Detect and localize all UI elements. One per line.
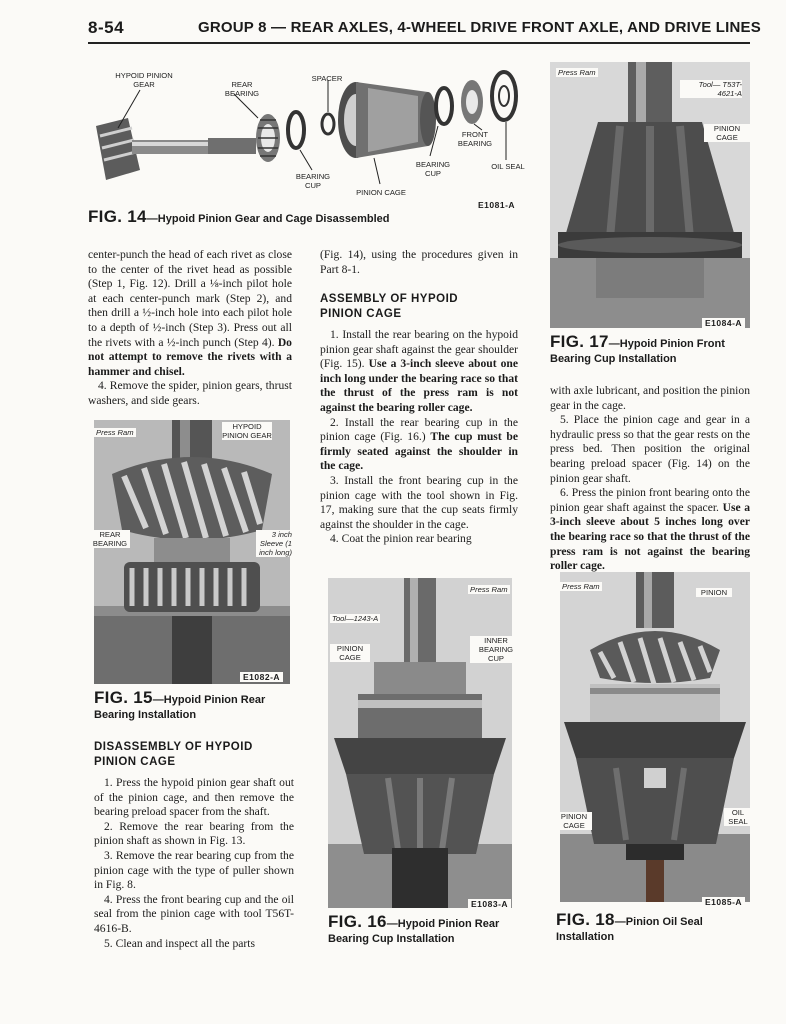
col3-step6-bold: Use a 3-inch sleeve about 5 inches long … bbox=[550, 500, 751, 573]
col3-step5: 5. Place the pinion cage and gear in a h… bbox=[550, 413, 750, 485]
fig15-label-sleeve: 3 inch Sleeve (1 inch long) bbox=[256, 530, 292, 557]
fig14-label-bearing-cup-right: BEARING CUP bbox=[415, 160, 451, 178]
fig14-label-hypoid-pinion-gear: HYPOID PINION GEAR bbox=[115, 71, 173, 89]
fig18-label-pinion: PINION bbox=[696, 588, 732, 597]
fig14-number: FIG. 14 bbox=[88, 207, 147, 226]
fig16-caption-line2: Bearing Cup Installation bbox=[328, 933, 455, 945]
fig18-caption-line1: —Pinion Oil Seal bbox=[614, 916, 703, 928]
fig18-caption-line2: Installation bbox=[556, 931, 615, 943]
fig18-code: E1085-A bbox=[702, 897, 746, 907]
fig15-label-press-ram: Press Ram bbox=[94, 428, 136, 437]
fig16-label-tool: Tool—1243-A bbox=[330, 614, 381, 623]
fig16-code: E1083-A bbox=[468, 899, 512, 909]
fig17-caption-line1: —Hypoid Pinion Front bbox=[608, 338, 725, 350]
disassembly-steps: 1. Press the hypoid pinion gear shaft ou… bbox=[94, 776, 294, 951]
col1-para1: center-punch the head of each rivet as c… bbox=[88, 248, 292, 349]
disassembly-step-3: 3. Remove the rear bearing cup from the … bbox=[94, 848, 294, 892]
col2-top-text: (Fig. 14), using the procedures given in… bbox=[320, 248, 518, 276]
header-rule bbox=[88, 42, 750, 44]
fig15-label-rear-bearing: REAR BEARING bbox=[90, 530, 130, 548]
fig14-label-front-bearing: FRONT BEARING bbox=[457, 130, 493, 148]
disassembly-step-5: 5. Clean and inspect all the parts bbox=[104, 936, 255, 950]
fig14-label-bearing-cup-left: BEARING CUP bbox=[295, 172, 331, 190]
assembly-step-1: 1. Install the rear bearing on the hypoi… bbox=[320, 328, 518, 371]
fig16-caption: FIG. 16—Hypoid Pinion Rear Bearing Cup I… bbox=[328, 912, 528, 947]
fig16-photo bbox=[328, 578, 512, 908]
fig17-label-pinion-cage: PINION CAGE bbox=[704, 124, 750, 142]
fig15-caption-line1: —Hypoid Pinion Rear bbox=[152, 694, 266, 706]
fig16-label-press-ram: Press Ram bbox=[468, 585, 510, 594]
fig16-label-inner-bearing-cup: INNER BEARING CUP bbox=[470, 636, 522, 663]
col1-text-top: center-punch the head of each rivet as c… bbox=[88, 248, 292, 409]
fig14-label-pinion-cage: PINION CAGE bbox=[356, 188, 406, 197]
assembly-step-2: 2. Install the rear bearing cup in the p… bbox=[320, 415, 518, 444]
disassembly-step-4: 4. Press the front bearing cup and the o… bbox=[94, 892, 294, 935]
fig14-caption-text: —Hypoid Pinion Gear and Cage Disassemble… bbox=[146, 213, 390, 225]
fig15-code: E1082-A bbox=[240, 672, 284, 682]
fig17-label-press-ram: Press Ram bbox=[556, 68, 598, 77]
fig18-photo bbox=[560, 572, 750, 902]
fig14-label-rear-bearing: REAR BEARING bbox=[224, 80, 260, 98]
page-header-title: GROUP 8 — REAR AXLES, 4-WHEEL DRIVE FRON… bbox=[198, 19, 761, 36]
fig17-label-tool: Tool— T53T-4621-A bbox=[680, 80, 742, 98]
fig15-label-hypoid-pinion-gear: HYPOID PINION GEAR bbox=[222, 422, 272, 440]
fig14-illustration bbox=[88, 58, 528, 208]
fig17-caption: FIG. 17—Hypoid Pinion Front Bearing Cup … bbox=[550, 332, 750, 367]
page-number: 8-54 bbox=[88, 18, 125, 37]
col1-para1-bold: Do not attempt to remove the rivets with… bbox=[88, 335, 292, 378]
fig17-code: E1084-A bbox=[702, 318, 746, 328]
disassembly-step-2: 2. Remove the rear bearing from the pini… bbox=[94, 819, 294, 848]
assembly-step-2-bold: The cup must be firmly seated against th… bbox=[320, 430, 519, 473]
assembly-heading: ASSEMBLY OF HYPOID PINION CAGE bbox=[320, 293, 459, 320]
col3-para1: with axle lubricant, and position the pi… bbox=[550, 384, 750, 412]
assembly-steps: 1. Install the rear bearing on the hypoi… bbox=[320, 328, 518, 547]
fig18-number: FIG. 18 bbox=[556, 910, 615, 929]
fig17-caption-line2: Bearing Cup Installation bbox=[550, 353, 677, 365]
fig14-code: E1081-A bbox=[478, 200, 516, 210]
fig16-number: FIG. 16 bbox=[328, 912, 387, 931]
col3-text: with axle lubricant, and position the pi… bbox=[550, 384, 750, 574]
fig17-photo bbox=[550, 62, 750, 328]
fig15-caption: FIG. 15—Hypoid Pinion Rear Bearing Insta… bbox=[94, 688, 294, 723]
fig18-caption: FIG. 18—Pinion Oil Seal Installation bbox=[556, 910, 752, 945]
fig15-caption-line2: Bearing Installation bbox=[94, 709, 197, 721]
fig17-number: FIG. 17 bbox=[550, 332, 609, 351]
fig15-number: FIG. 15 bbox=[94, 688, 153, 707]
disassembly-heading: DISASSEMBLY OF HYPOID PINION CAGE bbox=[94, 741, 253, 768]
fig18-label-oil-seal: OIL SEAL bbox=[724, 808, 752, 826]
fig14-label-oil-seal: OIL SEAL bbox=[491, 162, 525, 171]
col1-para2: 4. Remove the spider, pinion gears, thru… bbox=[88, 379, 292, 407]
fig18-label-press-ram: Press Ram bbox=[560, 582, 602, 591]
assembly-step-1-bold: Use a 3-inch sleeve about one inch long … bbox=[320, 357, 518, 414]
assembly-step-4: 4. Coat the pinion rear bearing bbox=[330, 532, 472, 546]
pinion-cage-drawing bbox=[338, 82, 436, 158]
fig14-label-spacer: SPACER bbox=[311, 74, 343, 83]
fig18-label-pinion-cage: PINION CAGE bbox=[556, 812, 592, 830]
fig16-caption-line1: —Hypoid Pinion Rear bbox=[386, 918, 500, 930]
pinion-gear-drawing bbox=[96, 118, 256, 180]
fig16-label-pinion-cage: PINION CAGE bbox=[330, 644, 370, 662]
rear-bearing-drawing bbox=[256, 114, 280, 162]
col3-step6: 6. Press the pinion front bearing onto t… bbox=[550, 486, 750, 514]
assembly-step-3: 3. Install the front bearing cup in the … bbox=[320, 473, 518, 531]
disassembly-step-1: 1. Press the hypoid pinion gear shaft ou… bbox=[94, 776, 294, 819]
fig14-caption: FIG. 14—Hypoid Pinion Gear and Cage Disa… bbox=[88, 207, 528, 227]
